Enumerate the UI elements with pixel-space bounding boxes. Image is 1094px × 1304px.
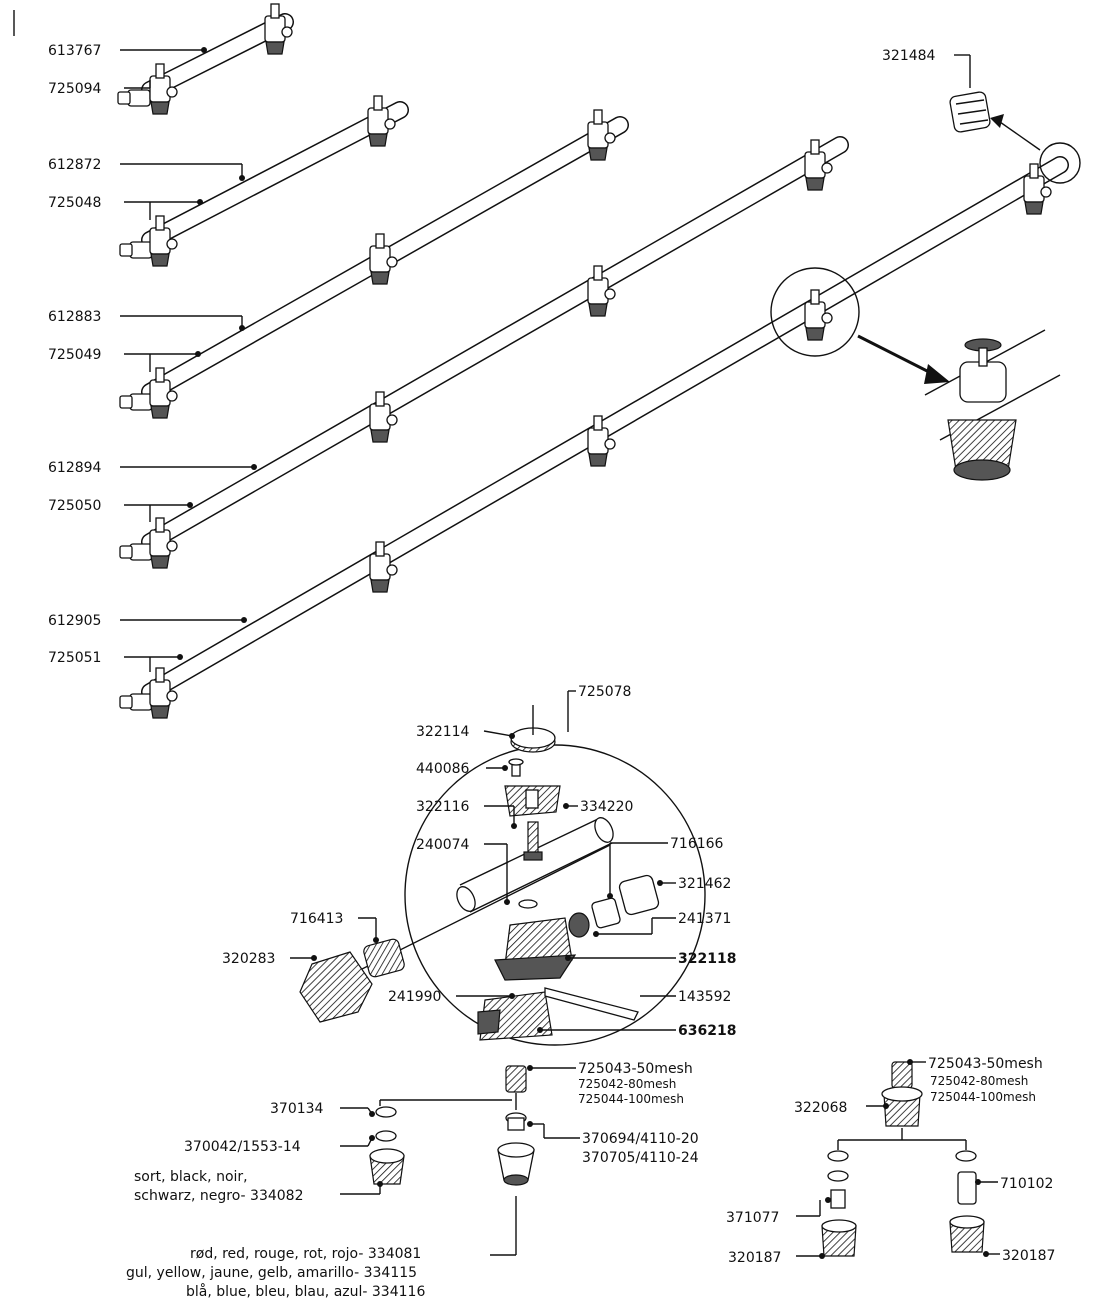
label-241371: 241371 xyxy=(678,911,731,927)
label-yellow: gul, yellow, jaune, gelb, amarillo- 3341… xyxy=(126,1265,417,1281)
label-725051: 725051 xyxy=(48,650,101,666)
label-716166: 716166 xyxy=(670,836,724,852)
label-321484: 321484 xyxy=(882,48,936,64)
label-636218: 636218 xyxy=(678,1023,736,1039)
label-612905: 612905 xyxy=(48,613,101,629)
label-320283: 320283 xyxy=(222,951,275,967)
label-725048: 725048 xyxy=(48,195,101,211)
label-adapter-mesh80: 725042-80mesh xyxy=(930,1074,1028,1088)
label-321462: 321462 xyxy=(678,876,731,892)
end-plug-detail xyxy=(949,91,1081,184)
label-320187-left: 320187 xyxy=(728,1250,781,1266)
nozzle-body-exploded xyxy=(299,705,706,1255)
label-725078: 725078 xyxy=(578,684,631,700)
label-black-1: sort, black, noir, xyxy=(134,1169,248,1185)
label-440086: 440086 xyxy=(416,761,470,777)
label-black-2: schwarz, negro- 334082 xyxy=(134,1188,304,1204)
label-370694: 370694/4110-20 xyxy=(582,1131,699,1147)
label-red: rød, red, rouge, rot, rojo- 334081 xyxy=(190,1246,421,1262)
nozzle-body-labels: 725078 322114 440086 322116 334220 24007… xyxy=(222,684,736,1039)
boom-labels: 613767 725094 612872 725048 612883 72504… xyxy=(48,43,971,672)
label-322068: 322068 xyxy=(794,1100,847,1116)
label-241990: 241990 xyxy=(388,989,441,1005)
label-371077: 371077 xyxy=(726,1210,779,1226)
label-322116: 322116 xyxy=(416,799,470,815)
label-725050: 725050 xyxy=(48,498,101,514)
adapter-labels: 725043-50mesh 725042-80mesh 725044-100me… xyxy=(726,1056,1055,1266)
boom-612883 xyxy=(119,109,629,419)
label-716413: 716413 xyxy=(290,911,343,927)
label-612872: 612872 xyxy=(48,157,101,173)
label-mesh50: 725043-50mesh xyxy=(578,1061,693,1077)
boom-613767 xyxy=(117,3,294,115)
label-370134: 370134 xyxy=(270,1101,324,1117)
label-370042: 370042/1553-14 xyxy=(184,1139,301,1155)
label-725094: 725094 xyxy=(48,81,102,97)
label-710102: 710102 xyxy=(1000,1176,1053,1192)
label-370705: 370705/4110-24 xyxy=(582,1150,699,1166)
nozzle-labels: 725043-50mesh 725042-80mesh 725044-100me… xyxy=(126,1061,699,1300)
label-322118: 322118 xyxy=(678,951,736,967)
adapter-assembly xyxy=(821,1061,985,1257)
clamp-detail xyxy=(770,267,1061,481)
label-blue: blå, blue, bleu, blau, azul- 334116 xyxy=(186,1283,425,1300)
boom-612905 xyxy=(119,156,1069,719)
label-725049: 725049 xyxy=(48,347,101,363)
label-613767: 613767 xyxy=(48,43,101,59)
boom-612894 xyxy=(119,136,849,569)
label-320187-right: 320187 xyxy=(1002,1248,1055,1264)
label-612894: 612894 xyxy=(48,460,102,476)
label-612883: 612883 xyxy=(48,309,101,325)
label-334220: 334220 xyxy=(580,799,633,815)
label-mesh100: 725044-100mesh xyxy=(578,1092,684,1106)
label-mesh80: 725042-80mesh xyxy=(578,1077,676,1091)
label-322114: 322114 xyxy=(416,724,470,740)
boom-612872 xyxy=(119,95,409,267)
label-adapter-mesh50: 725043-50mesh xyxy=(928,1056,1043,1072)
label-240074: 240074 xyxy=(416,837,470,853)
label-adapter-mesh100: 725044-100mesh xyxy=(930,1090,1036,1104)
label-143592: 143592 xyxy=(678,989,731,1005)
